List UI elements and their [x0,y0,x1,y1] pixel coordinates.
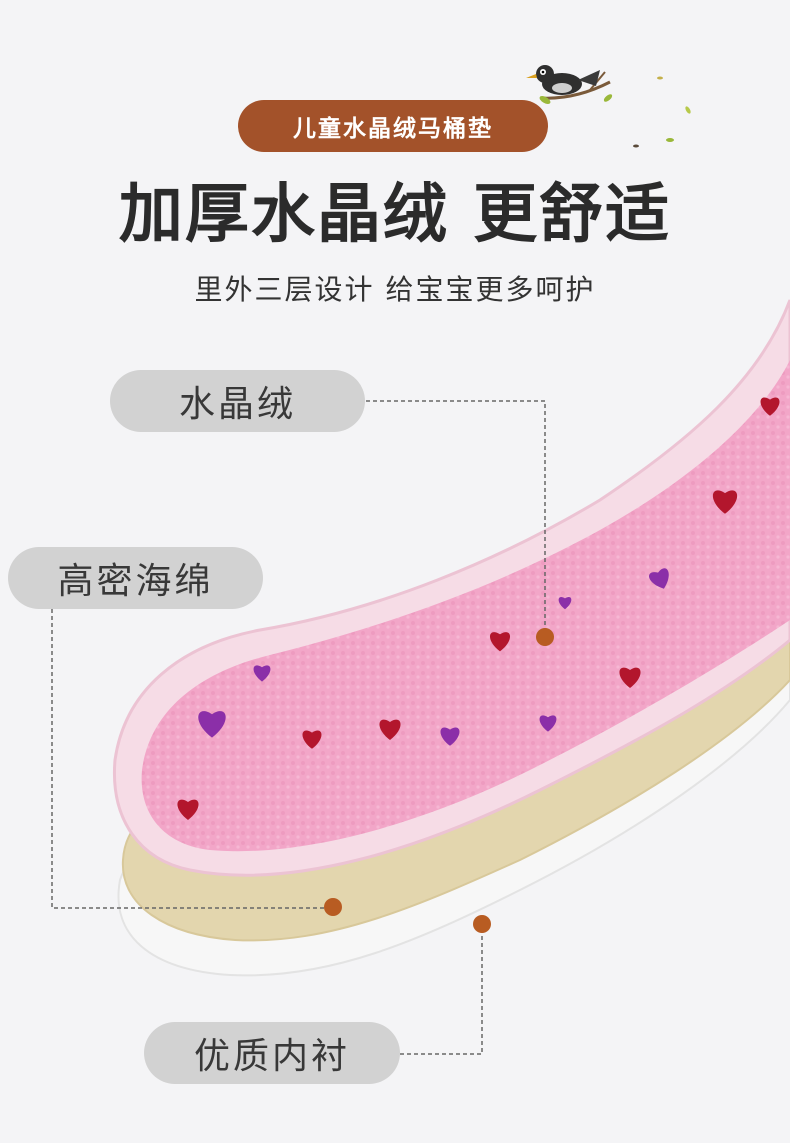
page-headline: 加厚水晶绒 更舒适 [118,178,672,252]
layer-label-lining: 优质内衬 [144,1022,400,1084]
layer-label-sponge: 高密海绵 [8,547,263,609]
layer-label-crystal-velvet: 水晶绒 [110,370,365,432]
product-name-badge: 儿童水晶绒马桶垫 [238,100,548,152]
page-subheadline: 里外三层设计 给宝宝更多呵护 [194,273,596,306]
bird-icon [526,65,611,100]
leaf-icon [539,76,691,148]
heart-icon [177,397,780,820]
